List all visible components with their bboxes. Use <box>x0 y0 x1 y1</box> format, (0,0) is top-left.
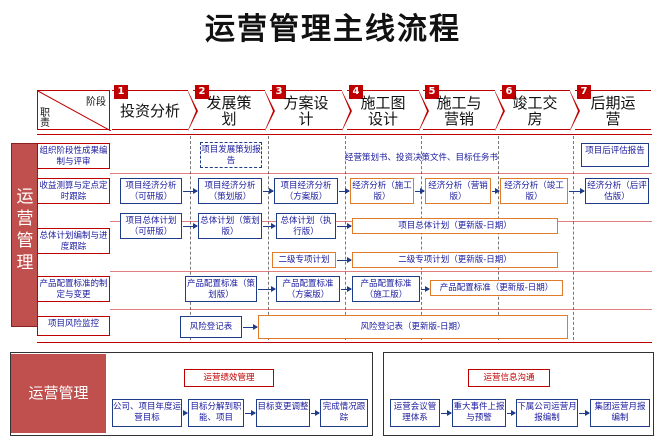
flow-arrow <box>263 188 274 194</box>
row-label: 项目风险监控 <box>37 316 110 336</box>
row-label: 组织阶段性成果编制与评审 <box>37 143 110 169</box>
perf-step: 公司、项目年度运营目标 <box>112 399 182 427</box>
phase-number: 7 <box>577 85 591 99</box>
row-label: 产品配置标准的制定与变更 <box>37 276 110 302</box>
info-step: 运营会议管理体系 <box>390 399 440 427</box>
side-label: 运营管理 <box>11 143 38 327</box>
header-diagonal <box>38 91 111 131</box>
flow-arrow <box>337 223 352 229</box>
phase-label: 方案设计 <box>283 94 329 128</box>
plan-box: 项目总体计划（可研版） <box>120 213 182 239</box>
phase-label: 投资分析 <box>119 102 180 120</box>
post-eval-box: 项目后评估报告 <box>581 143 649 167</box>
flow-arrow <box>421 286 430 292</box>
perf-title: 运营绩效管理 <box>184 369 274 387</box>
bottom-right-frame <box>383 352 654 436</box>
config-update-box: 产品配置标准（更新版-日期） <box>430 280 563 296</box>
bottom-section-label: 运营管理 <box>11 354 106 433</box>
info-step: 下属公司运营月报编制 <box>516 399 578 427</box>
perf-step: 目标分解到职能、项目 <box>188 399 244 427</box>
row-divider <box>110 173 652 174</box>
phase-number: 5 <box>425 85 439 99</box>
info-step: 重大事件上报与预警 <box>452 399 506 427</box>
phase-number: 3 <box>272 85 286 99</box>
row-divider <box>110 271 652 272</box>
flow-arrow <box>492 188 500 194</box>
plan-box: 总体计划（策划版） <box>198 213 262 239</box>
phase-label: 后期运营 <box>590 94 636 128</box>
phase-label: 竣工交房 <box>512 94 558 128</box>
econ-box: 项目经济分析（可研版） <box>120 178 182 204</box>
header-duty-label: 职责 <box>40 108 50 129</box>
flow-arrow <box>245 410 256 416</box>
flow-arrow <box>415 188 425 194</box>
lvl2-update-box: 二级专项计划（更新版-日期） <box>352 252 558 268</box>
phase-number: 1 <box>114 85 128 99</box>
row-divider <box>110 309 652 310</box>
phase-label: 发展策划 <box>206 94 252 128</box>
config-box: 产品配置标准（方案版） <box>276 276 340 302</box>
econ-box: 经济分析（施工版） <box>350 178 414 204</box>
econ-box: 项目经济分析（方案版） <box>274 178 338 204</box>
config-box: 产品配置标准（施工版） <box>352 276 420 302</box>
phase-1: 1 投资分析 <box>112 85 198 131</box>
header-corner: 阶段 职责 <box>37 90 111 131</box>
phase-number: 4 <box>349 85 363 99</box>
flow-arrow <box>441 410 452 416</box>
flow-arrow <box>183 188 198 194</box>
risk-update-box: 风险登记表（更新版-日期） <box>258 315 568 339</box>
phase-number: 6 <box>502 85 516 99</box>
phase-4: 4 施工图设计 <box>347 85 429 131</box>
risk-box: 风险登记表 <box>180 316 242 338</box>
flow-arrow <box>337 257 352 263</box>
flow-arrow <box>569 188 585 194</box>
flow-arrow <box>507 410 516 416</box>
phase-label: 施工与营销 <box>436 94 482 128</box>
flow-arrow <box>258 286 276 292</box>
column-divider <box>498 136 499 340</box>
plan-update-box: 项目总体计划（更新版-日期） <box>352 218 558 234</box>
column-divider <box>268 136 269 340</box>
plan-box: 总体计划（执行版） <box>276 213 336 239</box>
flow-arrow <box>183 410 188 416</box>
row-label: 总体计划编制与进度跟踪 <box>37 228 110 254</box>
column-divider <box>421 136 422 340</box>
phase-number: 2 <box>195 85 209 99</box>
docs-text: 经营策划书、投资决策文件、目标任务书 <box>345 153 499 163</box>
phase-5: 5 施工与营销 <box>423 85 505 131</box>
econ-box: 经济分析（营销版） <box>425 178 491 204</box>
flow-arrow <box>579 410 590 416</box>
info-title: 运营信息沟通 <box>468 369 550 387</box>
side-label-text: 运营管理 <box>16 187 34 273</box>
flow-arrow <box>311 410 320 416</box>
header-phase-label: 阶段 <box>86 97 106 108</box>
phase-label: 施工图设计 <box>360 94 406 128</box>
econ-box: 项目经济分析（策划版） <box>198 178 262 204</box>
flow-arrow <box>339 188 350 194</box>
column-divider <box>345 136 346 340</box>
bottom-left-frame <box>10 352 373 436</box>
section-divider <box>37 342 652 343</box>
econ-box: 经济分析（后评估版） <box>585 178 649 204</box>
perf-step: 目标变更调整 <box>256 399 310 427</box>
info-step: 集团运营月报编制 <box>590 399 650 427</box>
flow-arrow <box>341 286 352 292</box>
lvl2-box: 二级专项计划 <box>272 252 336 268</box>
dev-report-box: 项目发展策划报告 <box>200 142 262 168</box>
econ-box: 经济分析（竣工版） <box>500 178 568 204</box>
flow-arrow <box>183 223 198 229</box>
perf-step: 完成情况跟踪 <box>320 399 368 427</box>
phase-6: 6 竣工交房 <box>500 85 580 131</box>
column-divider <box>190 136 191 340</box>
phase-7: 7 后期运营 <box>575 85 651 130</box>
row-label: 收益测算与定点定时跟踪 <box>37 178 110 204</box>
config-box: 产品配置标准（策划版） <box>185 276 257 302</box>
flow-arrow <box>243 324 258 330</box>
phase-3: 3 方案设计 <box>270 85 352 131</box>
page-title: 运营管理主线流程 <box>205 12 461 47</box>
flow-arrow <box>263 223 276 229</box>
phase-2: 2 发展策划 <box>193 85 275 131</box>
header-divider <box>37 134 652 135</box>
column-divider <box>573 136 574 340</box>
